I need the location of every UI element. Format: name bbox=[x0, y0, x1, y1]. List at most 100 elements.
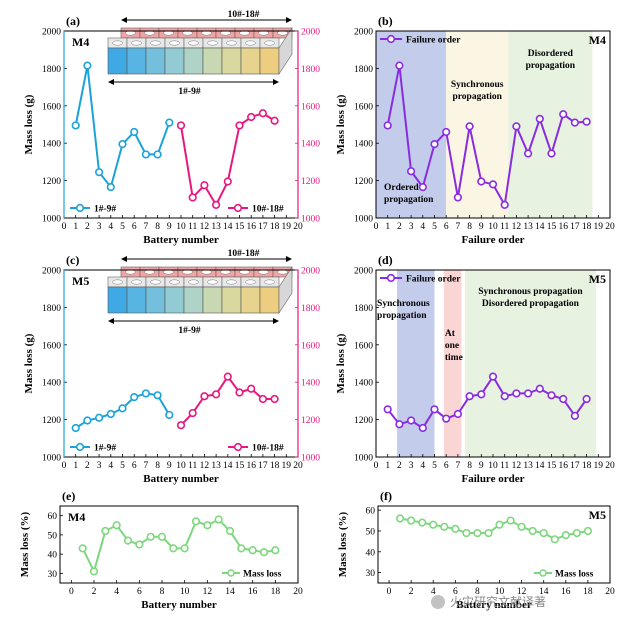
inset-arrowhead bbox=[108, 318, 114, 324]
x-tick-label: 8 bbox=[155, 222, 160, 232]
inset-cell-terminal bbox=[264, 279, 275, 285]
x-tick-label: 1 bbox=[73, 461, 78, 471]
inset-cell-terminal bbox=[150, 279, 161, 285]
x-tick-label: 20 bbox=[293, 222, 303, 232]
sample-tag: M4 bbox=[68, 510, 85, 524]
x-tick-label: 13 bbox=[523, 461, 533, 471]
x-tick-label: 4 bbox=[108, 461, 113, 471]
data-point bbox=[223, 372, 232, 381]
inset-cell-front bbox=[259, 286, 280, 314]
data-point bbox=[395, 420, 404, 429]
data-point bbox=[418, 423, 427, 433]
y-tick-label: 1800 bbox=[354, 304, 373, 314]
data-point bbox=[235, 121, 244, 130]
y2-tick-label: 1200 bbox=[301, 416, 320, 426]
data-point bbox=[203, 521, 212, 530]
y-tick-label: 1200 bbox=[354, 416, 373, 426]
inset-cell-terminal bbox=[226, 40, 237, 46]
y2-tick-label: 1400 bbox=[301, 379, 320, 389]
x-tick-label: 5 bbox=[432, 461, 437, 471]
x-tick-label: 19 bbox=[594, 461, 604, 471]
x-tick-label: 0 bbox=[374, 461, 379, 471]
x-tick-label: 9 bbox=[479, 461, 484, 471]
region-label: Synchronous bbox=[377, 299, 430, 309]
data-point bbox=[550, 535, 559, 544]
legend-marker bbox=[386, 273, 396, 283]
x-tick-label: 2 bbox=[85, 222, 90, 232]
x-tick-label: 15 bbox=[547, 222, 557, 232]
x-tick-label: 10 bbox=[495, 587, 505, 597]
data-point bbox=[440, 522, 449, 531]
y-axis-label: Mass loss (g) bbox=[335, 94, 347, 154]
y-tick-label: 1400 bbox=[42, 140, 61, 150]
data-point bbox=[512, 122, 521, 131]
y-tick-label: 2000 bbox=[42, 28, 61, 38]
series-line bbox=[81, 518, 276, 573]
data-point bbox=[157, 532, 167, 541]
data-point bbox=[214, 515, 223, 524]
y2-tick-label: 2000 bbox=[301, 28, 320, 38]
y-tick-label: 30 bbox=[48, 570, 58, 580]
inset-label-top: 10#-18# bbox=[228, 249, 260, 259]
data-point bbox=[191, 517, 201, 526]
x-tick-label: 0 bbox=[374, 222, 379, 232]
y-tick-label: 1400 bbox=[354, 140, 373, 150]
panel-label: (d) bbox=[378, 253, 393, 267]
x-tick-label: 5 bbox=[120, 461, 125, 471]
region-label: propagation bbox=[452, 92, 502, 102]
inset-label-bottom: 1#-9# bbox=[178, 87, 200, 97]
inset-cell-terminal bbox=[207, 279, 218, 285]
x-tick-label: 6 bbox=[132, 461, 137, 471]
panel-label: (c) bbox=[66, 253, 79, 267]
inset-side bbox=[278, 26, 293, 76]
data-point bbox=[418, 518, 427, 527]
data-point bbox=[200, 181, 209, 190]
x-tick-label: 8 bbox=[160, 587, 165, 597]
data-point bbox=[561, 531, 570, 540]
x-tick-label: 11 bbox=[500, 461, 509, 471]
legend-marker bbox=[75, 203, 85, 213]
x-axis-label: Battery number bbox=[143, 234, 219, 246]
x-tick-label: 15 bbox=[547, 461, 557, 471]
data-point bbox=[453, 409, 463, 419]
x-axis-label: Battery number bbox=[456, 599, 532, 611]
legend-label: 10#-18# bbox=[252, 444, 284, 454]
data-point bbox=[130, 127, 139, 137]
y-axis-label: Mass loss (g) bbox=[23, 333, 35, 393]
legend-marker bbox=[539, 569, 547, 577]
inset-cell-front bbox=[183, 286, 204, 314]
x-tick-label: 18 bbox=[270, 461, 280, 471]
y-axis-label: Mass loss (g) bbox=[335, 333, 347, 393]
x-tick-label: 18 bbox=[271, 587, 281, 597]
data-point bbox=[559, 394, 568, 404]
data-point bbox=[94, 413, 104, 422]
data-point bbox=[488, 372, 498, 381]
data-point bbox=[101, 526, 110, 536]
x-tick-label: 18 bbox=[583, 587, 593, 597]
legend-label: 1#-9# bbox=[94, 444, 116, 454]
panel-b: OrderedpropagationSynchronouspropagation… bbox=[335, 14, 615, 246]
y-tick-label: 30 bbox=[366, 569, 376, 579]
y-tick-label: 1400 bbox=[42, 379, 61, 389]
data-point bbox=[135, 540, 144, 549]
inset-cell-front bbox=[145, 286, 166, 314]
inset-arrowhead bbox=[121, 256, 127, 262]
x-tick-label: 20 bbox=[293, 587, 303, 597]
watermark: 火灾研究文献译著 bbox=[431, 594, 546, 609]
x-tick-label: 3 bbox=[97, 461, 102, 471]
data-point bbox=[570, 411, 580, 420]
x-tick-label: 7 bbox=[456, 461, 461, 471]
x-axis-label: Battery number bbox=[141, 599, 217, 611]
data-point bbox=[535, 114, 544, 123]
inset-arrowhead bbox=[273, 79, 279, 85]
y2-tick-label: 1000 bbox=[301, 454, 320, 464]
y-tick-label: 1000 bbox=[354, 215, 373, 225]
inset-cell-front bbox=[183, 47, 204, 75]
data-point bbox=[523, 389, 533, 398]
x-tick-label: 8 bbox=[467, 461, 472, 471]
y-tick-label: 1200 bbox=[42, 177, 61, 187]
data-point bbox=[165, 118, 174, 127]
data-point bbox=[572, 528, 581, 538]
x-tick-label: 20 bbox=[605, 587, 615, 597]
